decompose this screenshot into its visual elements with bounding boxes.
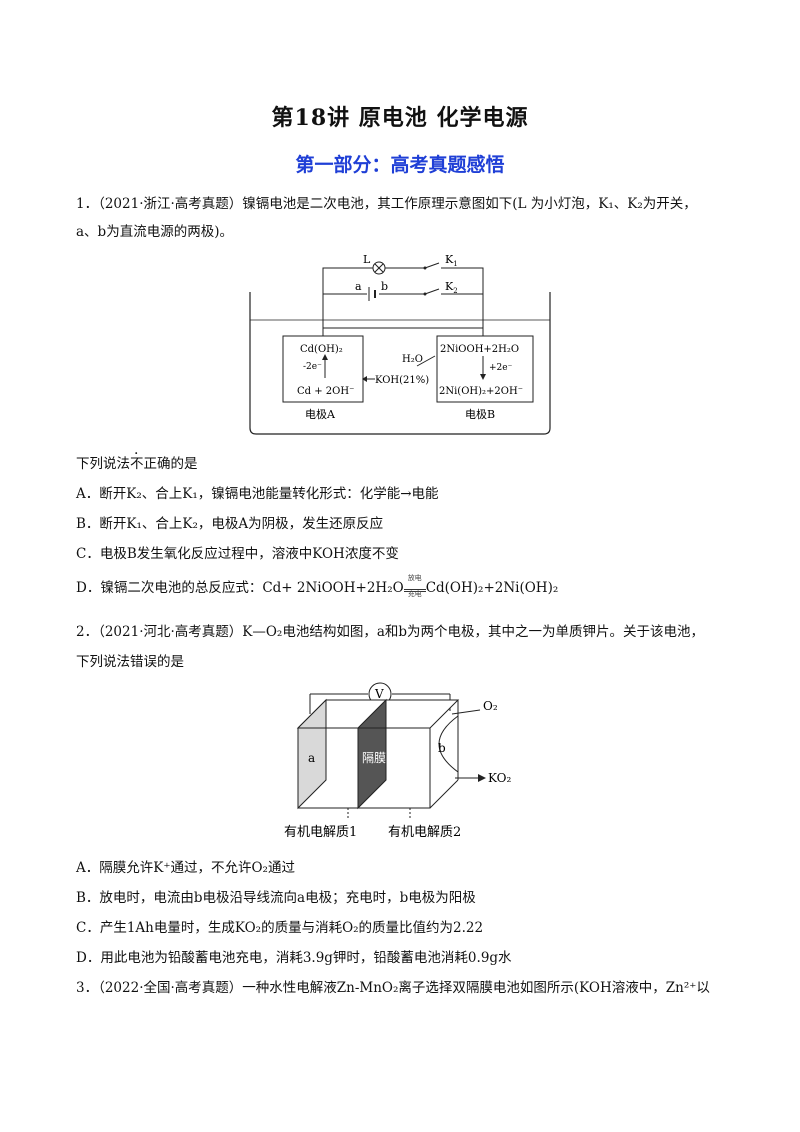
- electrode-b-label: 电极B: [465, 407, 495, 421]
- q1-option-c: C．电极B发生氧化反应过程中，溶液中KOH浓度不变: [76, 546, 399, 562]
- electrode-b-label: b: [438, 741, 446, 755]
- q2-option-c: C．产生1Ah电量时，生成KO₂的质量与消耗O₂的质量比值约为2.22: [76, 920, 484, 936]
- q2-stem-line1: 2．（2021·河北·高考真题）K—O₂电池结构如图，a和b为两个电极，其中之一…: [76, 624, 705, 640]
- q3-stem-line1: 3．（2022·全国·高考真题）一种水性电解液Zn-MnO₂离子选择双隔膜电池如…: [76, 980, 710, 996]
- lamp-label: L: [363, 253, 371, 266]
- page-title: 第18讲 原电池 化学电源: [271, 105, 529, 131]
- electrode-a-top: Cd(OH)₂: [300, 344, 343, 355]
- q1-stem-line2: a、b为直流电源的两极)。: [76, 224, 233, 240]
- membrane-label: 隔膜: [362, 751, 386, 765]
- electrode-a-bottom: Cd + 2OH⁻: [297, 386, 354, 397]
- emphasis-not-correct: 不正确: [130, 456, 171, 472]
- q1-option-b: B．断开K₁、合上K₂，电极A为阴极，发生还原反应: [76, 516, 384, 532]
- terminal-b-label: b: [381, 280, 388, 293]
- reversible-arrow: 放电充电: [403, 575, 426, 598]
- electrolyte-2-label: 有机电解质2: [388, 825, 461, 840]
- ko2-label: KO₂: [488, 771, 511, 785]
- q2-stem-line2: 下列说法错误的是: [76, 654, 184, 670]
- q1-option-a: A．断开K₂、合上K₁，镍镉电池能量转化形式：化学能→电能: [76, 486, 439, 502]
- q2-option-b: B．放电时，电流由b电极沿导线流向a电极；充电时，b电极为阳极: [76, 890, 476, 906]
- terminal-a-label: a: [355, 280, 362, 293]
- electrode-a-label: a: [308, 751, 315, 765]
- q2-option-d: D．用此电池为铅酸蓄电池充电，消耗3.9g钾时，铅酸蓄电池消耗0.9g水: [76, 950, 512, 966]
- section-subtitle: 第一部分：高考真题感悟: [295, 154, 505, 176]
- koh-label: KOH(21%): [375, 375, 429, 386]
- voltmeter-label: V: [374, 687, 384, 701]
- electrolyte-1-label: 有机电解质1: [284, 825, 357, 840]
- q1-nickel-cadmium-diagram: L K1 a b K2 Cd(OH)₂ -2e⁻ Cd + 2OH⁻ 电极A 2…: [249, 253, 551, 435]
- o2-label: O₂: [483, 699, 498, 713]
- q2-k-o2-battery-diagram: V a 隔膜 b O₂ KO₂ 有机电解质1 有机电解质2: [284, 682, 511, 840]
- q1-stem-line1: 1．（2021·浙江·高考真题）镍镉电池是二次电池，其工作原理示意图如下(L 为…: [76, 196, 697, 212]
- q1-question-stem: 下列说法不正确的是: [76, 454, 726, 474]
- k1-label: K1: [445, 253, 458, 268]
- electrode-b-mid: +2e⁻: [489, 363, 513, 373]
- electrode-a-mid: -2e⁻: [303, 362, 322, 372]
- electrode-b-top: 2NiOOH+2H₂O: [440, 344, 519, 355]
- water-label: H₂O: [402, 354, 423, 365]
- q2-option-a: A．隔膜允许K⁺通过，不允许O₂通过: [76, 860, 295, 876]
- electrode-a-label: 电极A: [305, 407, 336, 421]
- k2-label: K2: [445, 280, 458, 295]
- electrode-b-bottom: 2Ni(OH)₂+2OH⁻: [439, 386, 523, 397]
